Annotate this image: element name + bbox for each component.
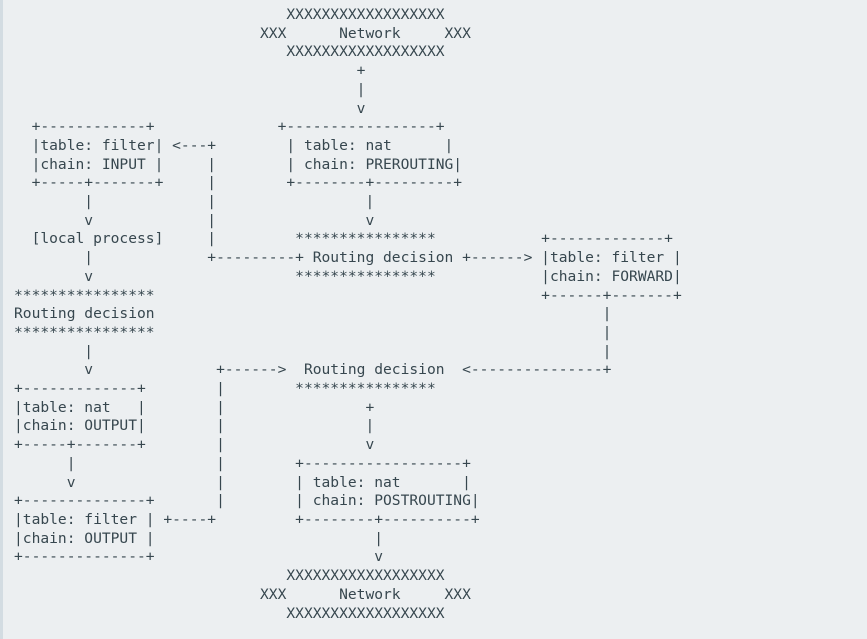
iptables-packet-flow-ascii-art: XXXXXXXXXXXXXXXXXX XXX Network XXX XXXXX… (14, 6, 682, 622)
